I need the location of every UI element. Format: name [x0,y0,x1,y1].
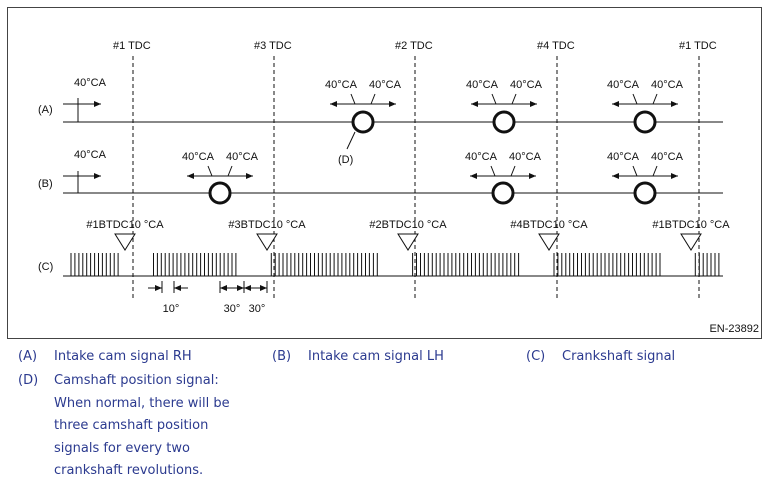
legend-code-a: (A) [18,349,38,364]
btdc-label: #3BTDC10 °CA [228,219,306,231]
legend-code-b: (B) [272,349,292,364]
btdc-marker [114,233,136,251]
row-b-angle-marker-label-left: 40°CA [465,151,498,163]
row-a-angle-marker-arrow-head-left [471,101,478,107]
row-b-angle-marker-tick-left [207,165,213,177]
row-b-angle-marker-arrow-head-right [246,173,253,179]
row-a-angle-marker-tick-left [491,93,497,105]
btdc-marker [680,233,702,251]
legend-item-b: (B) Intake cam signal LH [272,346,444,369]
timing-diagram: #1 TDC #3 TDC #2 TDC #4 TDC #1 TDC (A) (B) (C) 4… [38,40,759,335]
row-b-angle-marker-label-right: 40°CA [509,151,542,163]
signal-d-label: (D) [338,154,353,166]
legend-code-d: (D) [18,373,39,388]
tdc-label: #1 TDC [113,40,151,52]
cam-signal-pulse-b [491,181,515,205]
row-a-start-label: 40°CA [74,77,107,89]
cam-signal-pulse-b [208,181,232,205]
row-a-angle-marker-tick-right [370,93,376,105]
legend-item-a: (A) Intake cam signal RH [18,346,192,369]
legend-text-c: Crankshaft signal [562,349,676,364]
dim-30-arrow-1-head-right [237,285,244,291]
row-b-angle-marker-arrow-head-left [470,173,477,179]
row-a-angle-marker-label-left: 40°CA [607,79,640,91]
dim-10-arrow-left-head-right [155,285,162,291]
row-b-angle-marker-label-left: 40°CA [607,151,640,163]
row-b-angle-marker-arrow-head-right [529,173,536,179]
row-a-angle-marker-label-right: 40°CA [369,79,402,91]
legend-text-d: Camshaft position signal: When normal, t… [54,370,230,483]
tdc-label: #4 TDC [537,40,575,52]
legend-text-d-line: crankshaft revolutions. [54,463,204,478]
tdc-label: #1 TDC [679,40,717,52]
btdc-marker [256,233,278,251]
dim-label-30: 30° [249,303,266,315]
dim-30-arrow-2-head-right [260,285,267,291]
legend-text-d-line: When normal, there will be [54,395,230,411]
cam-signal-pulse-a [633,110,657,134]
timing-diagram-frame: #1 TDC #3 TDC #2 TDC #4 TDC #1 TDC (A) (B) (C) 4… [7,7,762,339]
btdc-label: #4BTDC10 °CA [510,219,588,231]
row-b-angle-marker-tick-left [632,165,638,177]
row-a-angle-marker-label-right: 40°CA [510,79,543,91]
row-a-angle-marker-tick-right [511,93,517,105]
row-a-angle-marker-arrow-head-right [671,101,678,107]
row-b-angle-marker-arrow-head-left [612,173,619,179]
row-b-angle-marker-tick-left [490,165,496,177]
btdc-marker [538,233,560,251]
row-a-angle-marker-tick-right [652,93,658,105]
row-a-angle-marker-tick-left [632,93,638,105]
row-label-c: (C) [38,261,53,273]
row-b-angle-marker-tick-right [510,165,516,177]
legend-text-d-line: Camshaft position signal: [54,373,219,388]
row-b-angle-marker-arrow-head-left [187,173,194,179]
cam-signal-pulse-a [351,110,375,134]
legend-item-d: (D) Camshaft position signal: When norma… [18,370,230,483]
row-a-angle-marker-arrow-head-right [530,101,537,107]
row-a-angle-marker-tick-left [350,93,356,105]
row-a-angle-marker-label-right: 40°CA [651,79,684,91]
row-a-angle-marker-arrow-head-left [330,101,337,107]
row-label-a: (A) [38,104,53,116]
row-b-angle-marker-label-left: 40°CA [182,151,215,163]
row-a-start-arrow-head-right [94,101,101,107]
legend-item-c: (C) Crankshaft signal [526,346,675,369]
row-b-start-arrow-head-right [94,173,101,179]
row-a-angle-marker-arrow-head-right [389,101,396,107]
tdc-label: #2 TDC [395,40,433,52]
cam-signal-pulse-b [633,181,657,205]
row-b-start-label: 40°CA [74,149,107,161]
tdc-label: #3 TDC [254,40,292,52]
cam-signal-pulse-a [492,110,516,134]
legend: (A) Intake cam signal RH (B) Intake cam si… [0,340,771,483]
row-b-angle-marker-arrow-head-right [671,173,678,179]
legend-text-a: Intake cam signal RH [54,349,192,364]
dim-30-arrow-2-head-left [244,285,251,291]
row-a-angle-marker-label-left: 40°CA [466,79,499,91]
btdc-label: #1BTDC10 °CA [652,219,730,231]
row-a-angle-marker-arrow-head-left [612,101,619,107]
legend-code-c: (C) [526,349,546,364]
legend-text-d-line: signals for every two [54,440,190,456]
dim-30-arrow-1-head-left [220,285,227,291]
signal-d-pointer-line [346,131,356,150]
dim-10-arrow-right-head-left [174,285,181,291]
figure-id: EN-23892 [709,323,759,335]
legend-text-d-line: three camshaft position [54,418,209,433]
row-b-angle-marker-label-right: 40°CA [226,151,259,163]
dim-label-30: 30° [224,303,241,315]
btdc-label: #1BTDC10 °CA [86,219,164,231]
legend-text-b: Intake cam signal LH [308,349,444,364]
dim-label-10: 10° [163,303,180,315]
row-b-angle-marker-tick-right [652,165,658,177]
btdc-marker [397,233,419,251]
row-a-angle-marker-label-left: 40°CA [325,79,358,91]
row-label-b: (B) [38,178,53,190]
btdc-label: #2BTDC10 °CA [369,219,447,231]
row-b-angle-marker-label-right: 40°CA [651,151,684,163]
row-b-angle-marker-tick-right [227,165,233,177]
